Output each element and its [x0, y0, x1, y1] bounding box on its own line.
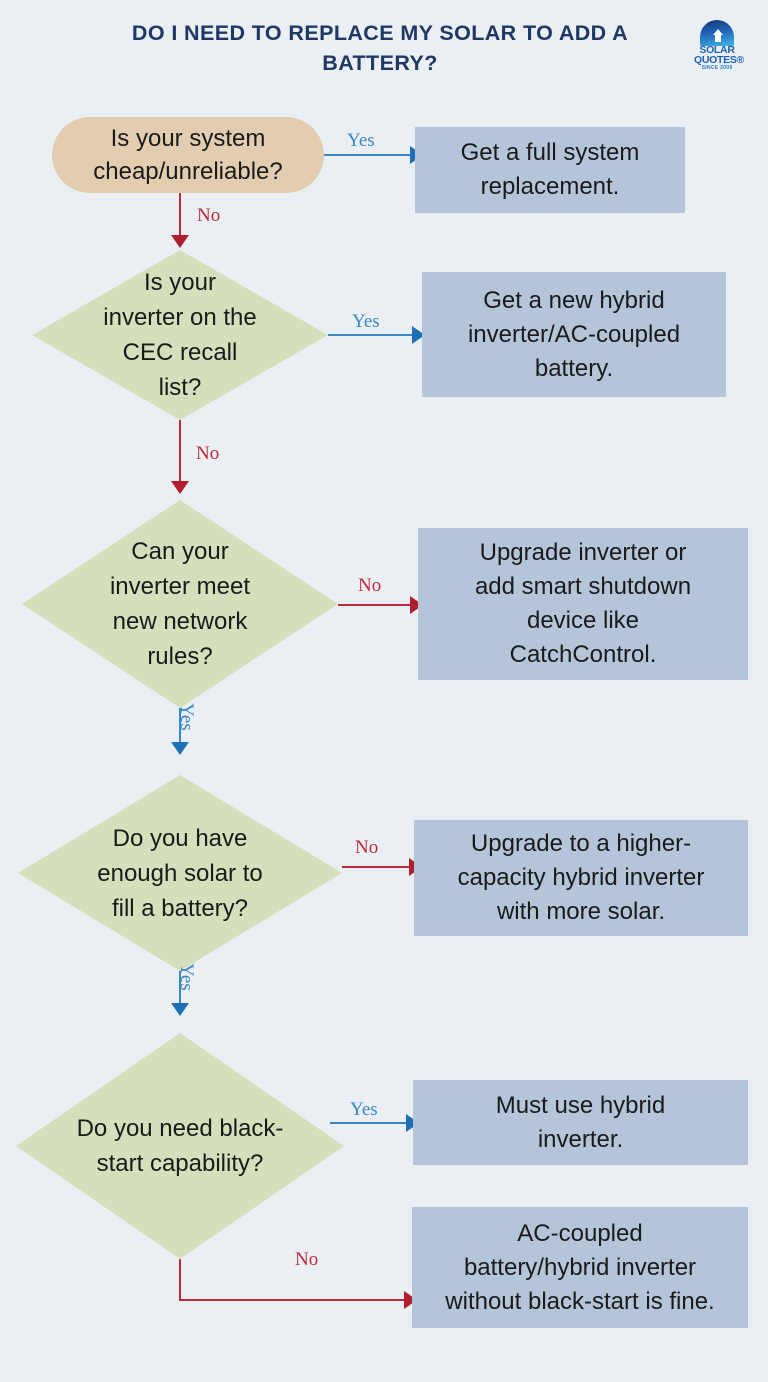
- edge-start-yes-line: [324, 154, 418, 156]
- header: DO I NEED TO REPLACE MY SOLAR TO ADD A B…: [0, 0, 768, 95]
- node-outcome-upgrade-or-catchcontrol: Upgrade inverter or add smart shutdown d…: [418, 528, 748, 680]
- edge-d4-no-line: [342, 866, 422, 868]
- edge-start-no-arrowhead: [171, 235, 189, 248]
- edge-label-d4-yes: Yes: [176, 963, 197, 991]
- edge-d2-no-arrowhead: [171, 481, 189, 494]
- solarquotes-logo: SOLAR QUOTES® SINCE 2009: [694, 20, 744, 72]
- edge-label-d2-yes: Yes: [352, 311, 380, 332]
- edge-label-start-no: No: [197, 205, 221, 226]
- node-outcome-new-hybrid-inverter-label: Get a new hybrid inverter/AC-coupled bat…: [467, 286, 681, 382]
- edge-d5-yes-line: [330, 1122, 416, 1124]
- node-outcome-full-replacement: Get a full system replacement.: [415, 127, 685, 213]
- logo-house-body-icon: [715, 35, 721, 42]
- edge-d2-yes-line: [328, 334, 422, 336]
- logo-since-text: SINCE 2009: [701, 65, 733, 71]
- edge-d4-yes-arrowhead: [171, 1003, 189, 1016]
- edge-d5-no-hline: [179, 1259, 181, 1261]
- node-outcome-higher-capacity-inverter: Upgrade to a higher- capacity hybrid inv…: [414, 820, 748, 936]
- edge-d2-yes-arrowhead: [412, 326, 425, 344]
- node-outcome-must-use-hybrid-label: Must use hybrid inverter.: [495, 1091, 666, 1153]
- edge-start-no-line: [179, 193, 181, 241]
- edge-label-d4-no: No: [355, 837, 379, 858]
- node-outcome-higher-capacity-inverter-label: Upgrade to a higher- capacity hybrid inv…: [457, 830, 705, 925]
- node-outcome-upgrade-or-catchcontrol-label: Upgrade inverter or add smart shutdown d…: [474, 539, 692, 668]
- edge-label-d3-no: No: [358, 575, 382, 596]
- logo-wordmark-line2: QUOTES®: [694, 54, 744, 66]
- node-outcome-new-hybrid-inverter: Get a new hybrid inverter/AC-coupled bat…: [422, 272, 726, 397]
- node-decision-enough-solar-label: Do you have enough solar to fill a batte…: [97, 824, 263, 922]
- page-title: DO I NEED TO REPLACE MY SOLAR TO ADD A B…: [131, 21, 629, 75]
- edge-label-d5-yes: Yes: [350, 1099, 378, 1120]
- node-outcome-must-use-hybrid: Must use hybrid inverter.: [413, 1080, 748, 1165]
- edge-d2-no-line: [179, 420, 181, 487]
- node-outcome-ac-coupled-fine-label: AC-coupled battery/hybrid inverter witho…: [445, 1219, 715, 1315]
- node-decision-black-start: Do you need black- start capability?: [16, 1033, 344, 1259]
- edge-label-d2-no: No: [196, 443, 220, 464]
- logo-house-roof-icon: [713, 29, 723, 35]
- edge-d5-no-hline-main: [179, 1299, 414, 1301]
- node-outcome-full-replacement-label: Get a full system replacement.: [460, 139, 640, 200]
- node-start-question-label: Is your system cheap/unreliable?: [93, 125, 283, 185]
- node-decision-black-start-label: Do you need black- start capability?: [76, 1115, 284, 1177]
- edge-label-d3-yes: Yes: [176, 703, 197, 731]
- edge-d5-no-vline: [179, 1259, 181, 1301]
- edge-label-d5-no: No: [295, 1249, 319, 1270]
- node-decision-network-rules-label: Can your inverter meet new network rules…: [109, 538, 251, 670]
- edge-d3-yes-line: [179, 708, 181, 749]
- logo-wordmark-line1: SOLAR: [699, 44, 735, 56]
- node-outcome-ac-coupled-fine: AC-coupled battery/hybrid inverter witho…: [412, 1207, 748, 1328]
- edge-d4-yes-line: [179, 971, 181, 1009]
- node-decision-enough-solar: Do you have enough solar to fill a batte…: [18, 775, 342, 971]
- node-start-question: Is your system cheap/unreliable?: [52, 117, 324, 193]
- node-decision-cec-recall-label: Is your inverter on the CEC recall list?: [103, 269, 257, 401]
- node-decision-network-rules: Can your inverter meet new network rules…: [22, 500, 338, 708]
- node-decision-cec-recall: Is your inverter on the CEC recall list?: [32, 250, 328, 420]
- edge-d3-no-line: [338, 604, 422, 606]
- edge-d3-yes-arrowhead: [171, 742, 189, 755]
- edge-label-start-yes: Yes: [347, 130, 375, 151]
- logo-wordmark: SOLAR QUOTES®: [694, 44, 744, 66]
